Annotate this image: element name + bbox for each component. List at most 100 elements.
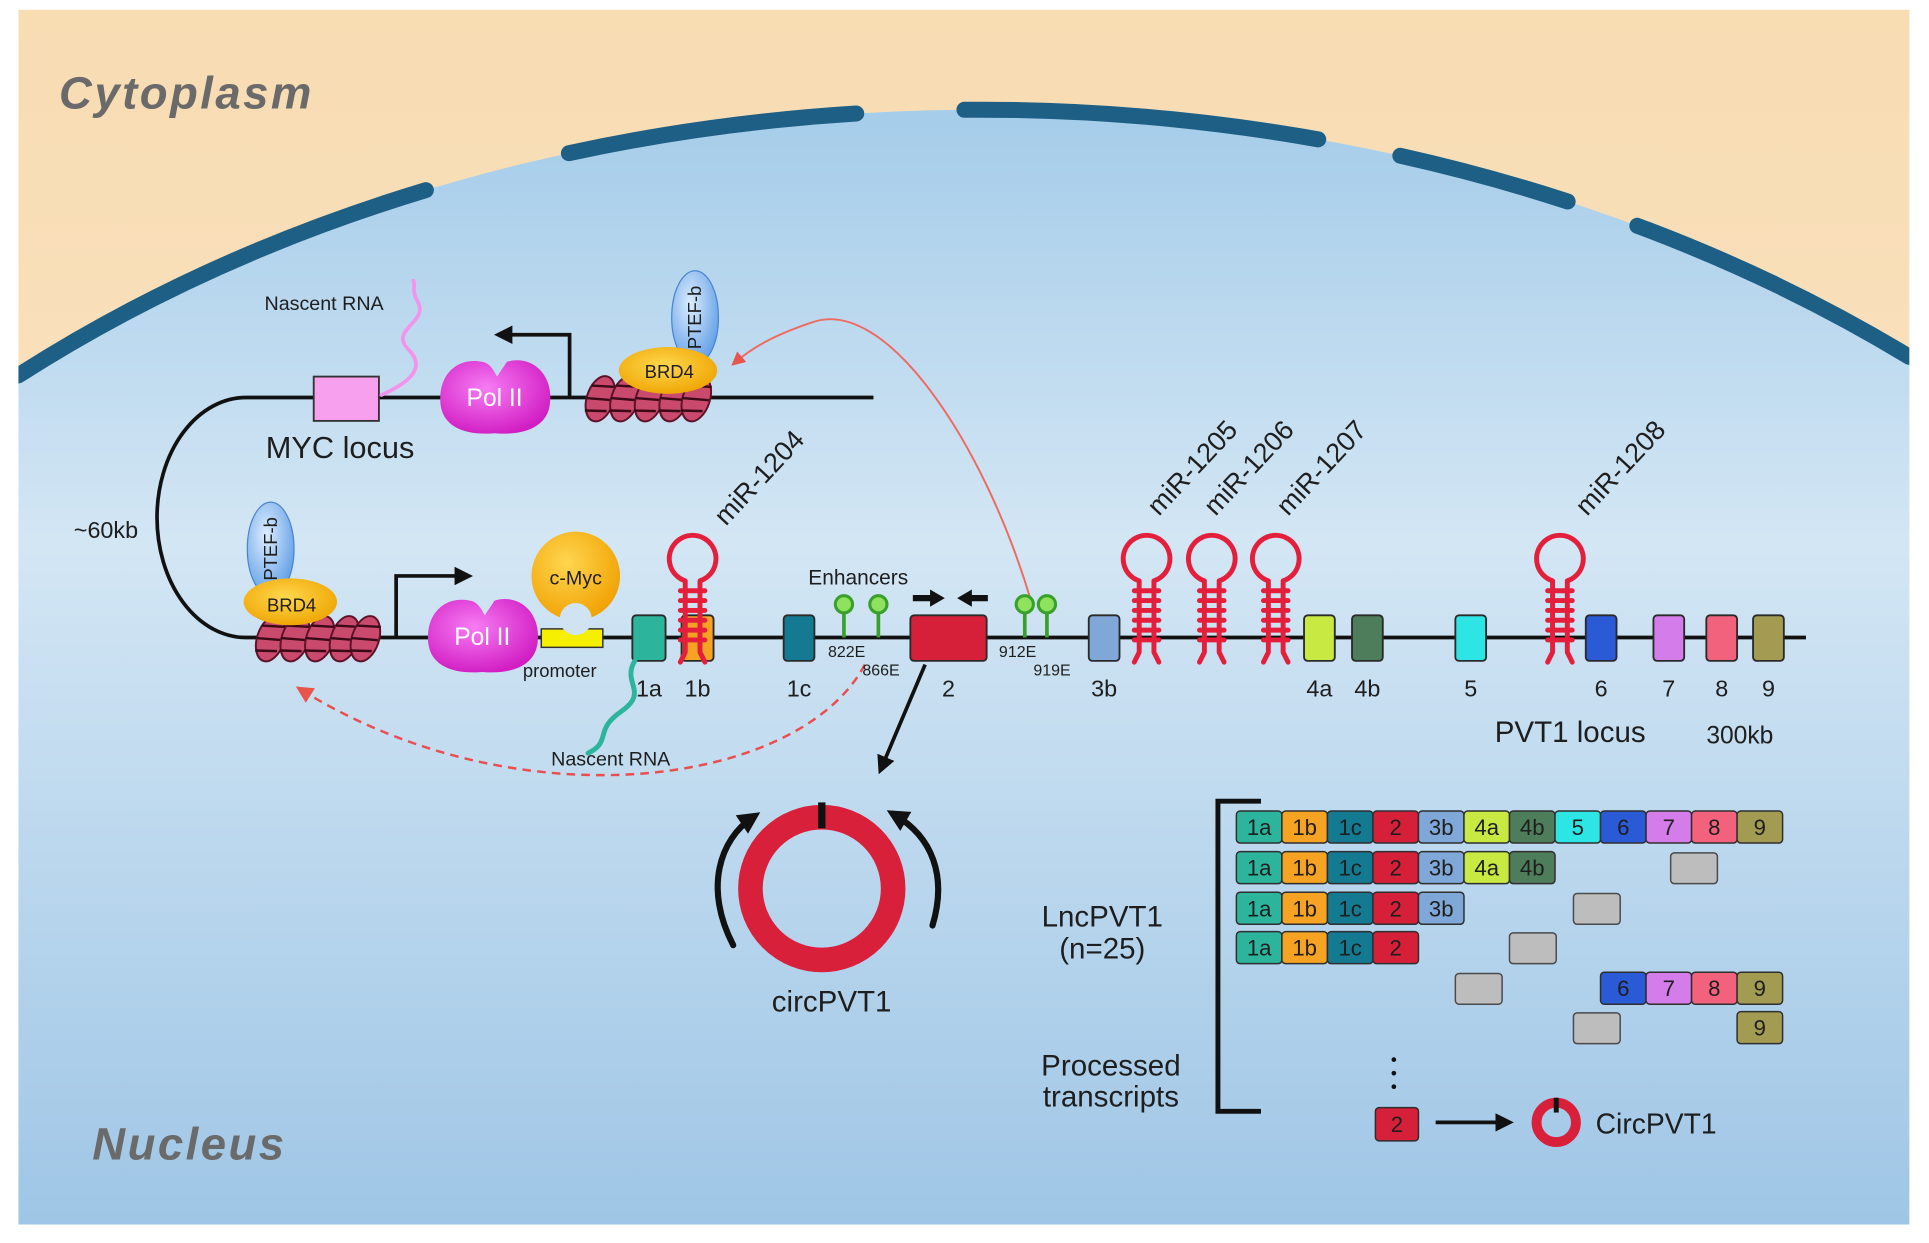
unspliced-segments: [1454, 852, 1719, 1045]
ellipsis-dots: [1391, 1057, 1397, 1090]
processed-label-line2: transcripts: [1043, 1080, 1179, 1113]
exon-8: [1705, 614, 1739, 662]
enhancer-id-label: 822E: [828, 644, 865, 661]
mirna-hairpin: [1534, 532, 1586, 665]
enhancer-id-label: 919E: [1033, 663, 1070, 680]
myc-pol2: Pol II: [440, 360, 551, 434]
transcript-exon-label: 9: [1754, 815, 1766, 840]
transcript-exon-label: 1b: [1292, 815, 1317, 840]
transcript-exon-label: 1a: [1247, 856, 1272, 881]
pvt1-brd4: BRD4: [243, 578, 338, 626]
circ-source-exon: 2: [1374, 1106, 1420, 1142]
transcript-exon-label: 1a: [1247, 896, 1272, 921]
transcript-exon-label: 2: [1390, 856, 1402, 881]
exon-label: 3b: [1091, 676, 1117, 702]
transcript-exon-3b: [1417, 891, 1465, 925]
myc-gene: [312, 375, 380, 422]
backsplice-arrow: [877, 663, 927, 775]
nucleus-label: Nucleus: [92, 1118, 286, 1169]
enhancer-lollipop: [868, 594, 889, 638]
pvt1-nascent-rna: [585, 658, 638, 756]
transcript-exon-label: 5: [1572, 815, 1584, 840]
transcript-exon-label: 1c: [1338, 936, 1361, 961]
transcript-exon-label: 2: [1390, 896, 1402, 921]
pvt1-size-label: 300kb: [1706, 722, 1773, 749]
myc-tss-arrow: [493, 325, 572, 398]
mirna-hairpin: [666, 532, 719, 665]
transcripts-bracket: [1215, 798, 1261, 1114]
enhancer-id-label: 866E: [862, 663, 899, 680]
exon-1c: [782, 614, 816, 662]
transcript-exon-label: 1b: [1292, 936, 1317, 961]
exon-1a: [631, 614, 667, 662]
transcript-exon-label: 4b: [1520, 856, 1545, 881]
mirna-hairpin: [1120, 532, 1173, 665]
nucleosome: [349, 615, 382, 663]
circpvt1-small-ring: [1531, 1097, 1581, 1148]
circpvt1-label: circPVT1: [772, 986, 892, 1019]
enhancer-lollipop: [833, 594, 855, 638]
exon-5: [1454, 614, 1488, 662]
nucleosome: [254, 615, 287, 663]
exon-label: 2: [942, 676, 955, 702]
myc-ptefb: PTEF-b: [671, 270, 720, 365]
transcript-exon-9: [1736, 1010, 1784, 1045]
transcript-exon-label: 1a: [1247, 815, 1272, 840]
pvt1-nascent-rna-label: Nascent RNA: [551, 748, 671, 770]
exon-label: 1a: [636, 676, 662, 702]
processed-label-line1: Processed: [1041, 1050, 1180, 1083]
exon-3b: [1087, 614, 1121, 662]
transcript-exon-label: 8: [1708, 815, 1720, 840]
exon-label: 1b: [685, 676, 711, 702]
pvt1-nucleosome-cluster: [254, 615, 382, 663]
exon-2: [909, 614, 988, 662]
circ-left-arrow: [714, 812, 761, 949]
enhancers-label: Enhancers: [808, 567, 908, 590]
transcript-exon-9: [1736, 810, 1784, 844]
transcript-exon-label: 9: [1754, 976, 1766, 1001]
transcript-row: 1a 1b 1c 2: [1235, 930, 1420, 965]
transcript-exon-label: 3b: [1429, 856, 1454, 881]
transcript-exon-label: 6: [1617, 976, 1629, 1001]
pvt1-promoter-label: promoter: [523, 660, 597, 681]
transcript-exon-label: 6: [1617, 815, 1629, 840]
circpvt1-ring: [738, 802, 906, 973]
pvt1-pol2-label: Pol II: [454, 624, 510, 651]
cmyc-protein: c-Myc: [531, 531, 621, 636]
circ-right-arrow: [886, 810, 942, 929]
exon-label: 9: [1762, 676, 1775, 702]
exon-label: 6: [1595, 676, 1608, 702]
transcript-exon-label: 4a: [1474, 815, 1499, 840]
transcript-exon-label: 4a: [1474, 856, 1499, 881]
lncpvt1-count: (n=25): [1059, 933, 1145, 966]
enhancer-id-label: 912E: [999, 644, 1036, 661]
nucleus-region: [18, 109, 1910, 1225]
primer-arrows: [912, 589, 988, 607]
exon-label: 7: [1662, 676, 1675, 702]
myc-locus: Nascent RNA PTEF-b BRD4 Pol II MYC locus: [264, 270, 720, 465]
cmyc-label: c-Myc: [550, 568, 603, 590]
myc-ptefb-label: PTEF-b: [684, 286, 705, 350]
enhancer-lollipop: [1014, 594, 1035, 638]
transcript-exon-label: 2: [1390, 936, 1402, 961]
loop-distance-label: ~60kb: [74, 517, 138, 543]
pvt1-promoter-region: PTEF-b BRD4 Pol II promoter c-Myc: [243, 501, 621, 681]
lncpvt1-label: LncPVT1: [1042, 901, 1163, 934]
exon-label: 5: [1464, 676, 1477, 702]
pvt1-brd4-label: BRD4: [267, 595, 316, 616]
transcript-exon-label: 1a: [1247, 936, 1272, 961]
circ-source-label: 2: [1391, 1112, 1403, 1137]
nucleosome: [584, 375, 617, 423]
pvt1-tss-arrow: [394, 566, 474, 638]
exon-6: [1584, 614, 1618, 662]
transcript-exon-9: [1736, 971, 1784, 1005]
pvt1-pol2: Pol II: [427, 599, 539, 673]
myc-brd4: BRD4: [618, 347, 718, 394]
exon-label: 1c: [787, 676, 812, 702]
transcript-exon-label: 1c: [1338, 856, 1361, 881]
